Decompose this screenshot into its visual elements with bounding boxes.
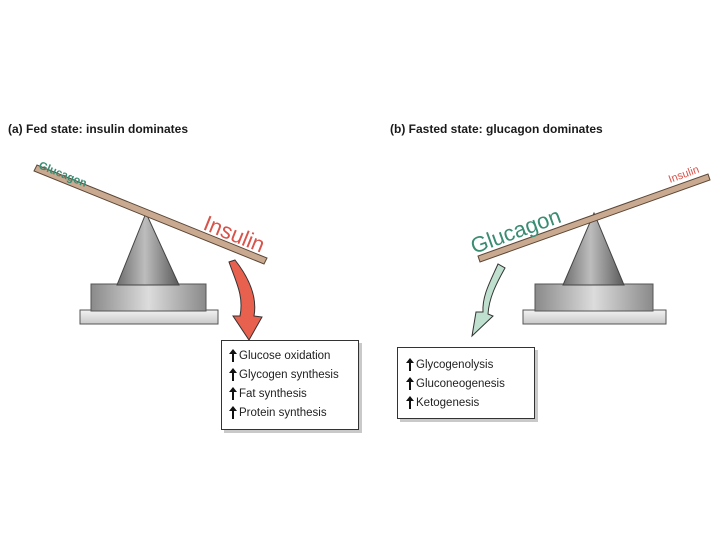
panel-b-seesaw: Glucagon Insulin: [467, 164, 711, 338]
up-arrow-icon: [406, 358, 414, 371]
panel-a-title: (a) Fed state: insulin dominates: [8, 122, 189, 136]
effect-label: Gluconeogenesis: [416, 377, 505, 390]
panel-b-beam: [477, 173, 711, 263]
effect-label: Glycogenolysis: [416, 358, 494, 371]
effect-item: Protein synthesis: [228, 403, 358, 422]
effect-label: Ketogenesis: [416, 396, 480, 409]
panel-b-effects-box: Glycogenolysis Gluconeogenesis Ketogenes…: [397, 347, 535, 419]
up-arrow-icon: [406, 377, 414, 390]
panel-b-glucagon-arrow: [471, 263, 506, 338]
effect-item: Glycogen synthesis: [228, 365, 358, 384]
up-arrow-icon: [229, 349, 237, 362]
panel-a-seesaw: Glucagon Insulin: [33, 160, 268, 341]
up-arrow-icon: [229, 368, 237, 381]
effect-item: Glycogenolysis: [405, 355, 534, 374]
panel-b-title: (b) Fasted state: glucagon dominates: [390, 122, 603, 136]
effect-label: Protein synthesis: [239, 406, 327, 419]
up-arrow-icon: [229, 387, 237, 400]
panel-a-fulcrum: [116, 211, 180, 286]
panel-b-base-block: [534, 283, 654, 312]
effect-item: Glucose oxidation: [228, 346, 358, 365]
panel-b-fulcrum: [562, 211, 625, 286]
effect-item: Ketogenesis: [405, 393, 534, 412]
effect-label: Fat synthesis: [239, 387, 307, 400]
panel-a-base-block: [90, 283, 207, 312]
up-arrow-icon: [406, 396, 414, 409]
up-arrow-icon: [229, 406, 237, 419]
effect-label: Glycogen synthesis: [239, 368, 339, 381]
effect-item: Fat synthesis: [228, 384, 358, 403]
panel-a-base-plate: [79, 309, 219, 325]
panel-b-base-plate: [522, 309, 667, 325]
panel-b-glucagon-label: Glucagon: [467, 203, 564, 259]
panel-a-effects-box: Glucose oxidation Glycogen synthesis Fat…: [221, 340, 359, 430]
panel-a-insulin-arrow: [228, 259, 263, 341]
effect-label: Glucose oxidation: [239, 349, 331, 362]
effect-item: Gluconeogenesis: [405, 374, 534, 393]
panel-a-beam: [33, 164, 268, 265]
